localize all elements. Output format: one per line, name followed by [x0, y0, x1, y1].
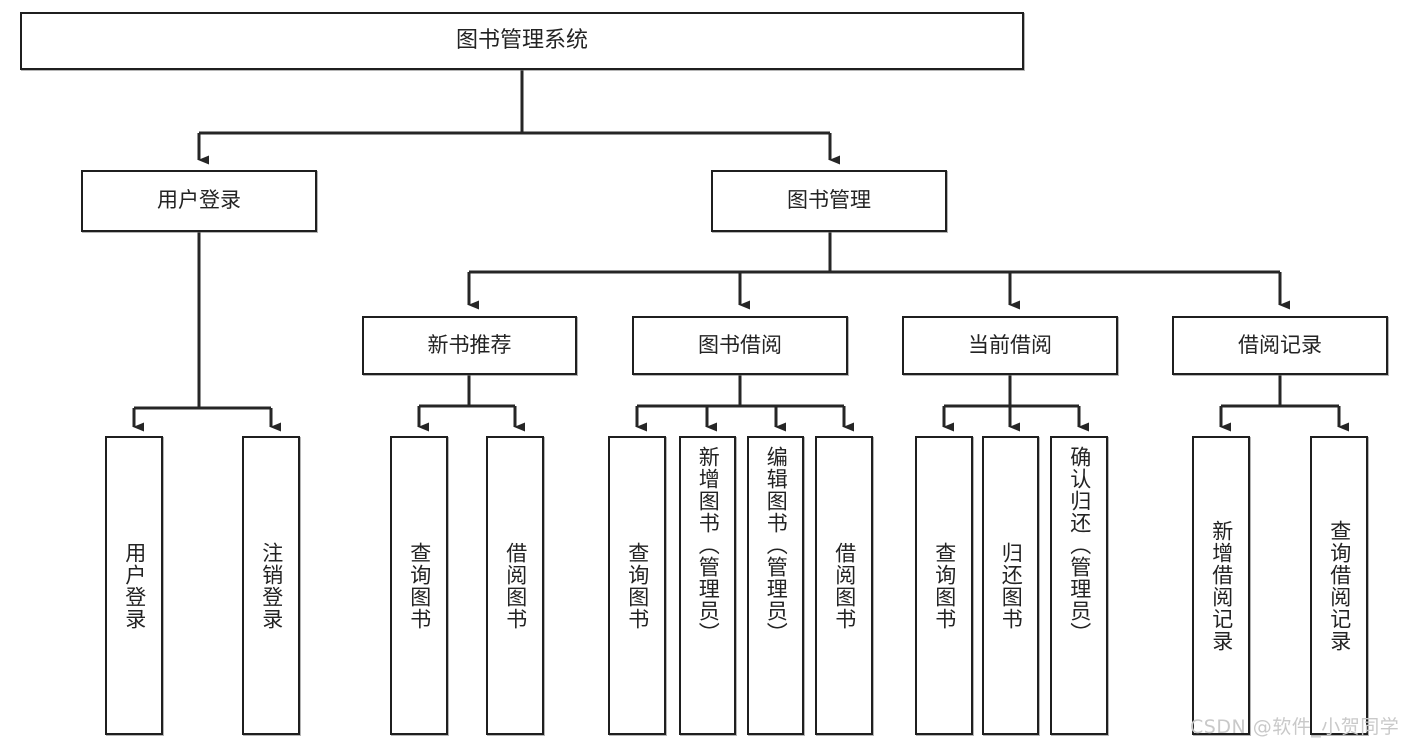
node-label: 图书管理 — [787, 188, 871, 213]
node-leaf-edit-book[interactable]: 编辑图书（管理员） — [747, 436, 804, 735]
node-label: 借阅图书 — [503, 541, 528, 630]
node-book-management[interactable]: 图书管理 — [711, 170, 947, 232]
node-current-borrow[interactable]: 当前借阅 — [902, 316, 1118, 375]
node-label: 用户登录 — [122, 541, 147, 630]
node-book-borrow[interactable]: 图书借阅 — [632, 316, 848, 375]
node-user-login[interactable]: 用户登录 — [81, 170, 317, 232]
node-label: 图书管理系统 — [455, 27, 588, 53]
node-label: 借阅记录 — [1238, 332, 1322, 357]
node-label: 查询图书 — [407, 541, 432, 630]
node-leaf-query-book-recommend[interactable]: 查询图书 — [390, 436, 448, 735]
csdn-watermark: CSDN @软件_小贺同学 — [1190, 716, 1400, 738]
node-label: 归还图书 — [999, 541, 1024, 630]
node-root-book-management-system[interactable]: 图书管理系统 — [20, 12, 1024, 70]
node-leaf-query-book-borrow[interactable]: 查询图书 — [608, 436, 666, 735]
node-new-book-recommend[interactable]: 新书推荐 — [362, 316, 577, 375]
node-label: 新书推荐 — [427, 332, 512, 357]
node-leaf-add-borrow-record[interactable]: 新增借阅记录 — [1192, 436, 1250, 735]
node-leaf-logout-login[interactable]: 注销登录 — [242, 436, 300, 735]
node-label: 当前借阅 — [968, 332, 1052, 357]
node-label: 图书借阅 — [698, 332, 782, 357]
node-leaf-query-borrow-record[interactable]: 查询借阅记录 — [1310, 436, 1368, 735]
node-label: 用户登录 — [157, 188, 241, 213]
node-leaf-add-book[interactable]: 新增图书（管理员） — [679, 436, 736, 735]
node-label: 编辑图书（管理员） — [764, 446, 789, 644]
node-label: 查询借阅记录 — [1327, 519, 1352, 652]
node-label: 新增图书（管理员） — [696, 446, 721, 644]
node-leaf-user-login[interactable]: 用户登录 — [105, 436, 163, 735]
node-label: 查询图书 — [625, 541, 650, 630]
node-leaf-confirm-return[interactable]: 确认归还（管理员） — [1050, 436, 1108, 735]
node-leaf-borrow-book-recommend[interactable]: 借阅图书 — [486, 436, 544, 735]
node-label: 注销登录 — [259, 541, 284, 630]
node-leaf-return-book[interactable]: 归还图书 — [982, 436, 1039, 735]
node-borrow-record[interactable]: 借阅记录 — [1172, 316, 1388, 375]
node-label: 新增借阅记录 — [1209, 519, 1234, 652]
node-leaf-query-book-current[interactable]: 查询图书 — [915, 436, 973, 735]
node-leaf-borrow-book[interactable]: 借阅图书 — [815, 436, 873, 735]
node-label: 确认归还（管理员） — [1067, 446, 1092, 644]
node-label: 查询图书 — [932, 541, 957, 630]
node-label: 借阅图书 — [832, 541, 857, 630]
